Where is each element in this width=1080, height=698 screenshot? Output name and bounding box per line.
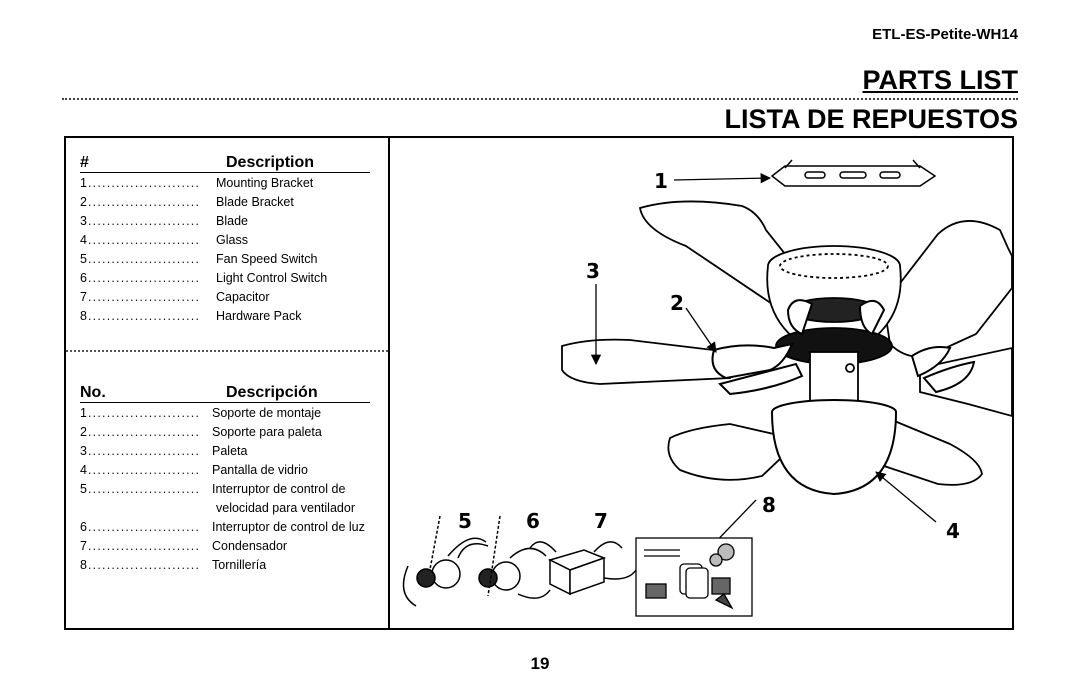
blade-brackets-drawing [711,299,976,396]
capacitor-drawing [529,541,637,596]
list-item-continuation: velocidad para ventilador [216,501,355,515]
english-number-header: # [80,154,89,171]
list-item: 7........................Capacitor [80,290,270,304]
english-list-header: # Description [80,152,370,173]
list-item: 7........................Condensador [80,539,288,553]
document-id: ETL-ES-Petite-WH14 [872,26,1018,43]
callout-5: 5 [458,509,472,533]
list-item: 6........................Light Control S… [80,271,328,285]
page-number: 19 [530,654,550,673]
list-item: 4........................Glass [80,233,248,247]
fan-speed-switch-drawing [402,515,489,607]
spanish-description-header: Descripción [226,384,318,401]
list-item: 6........................Interruptor de … [80,520,365,534]
mounting-bracket-drawing [770,159,937,187]
fan-blades-drawing [561,200,1012,486]
callout-7: 7 [594,509,608,533]
list-item: 2........................Soporte para pa… [80,425,322,439]
hardware-pack-drawing [635,537,753,617]
list-item: 8........................Tornillería [80,558,267,572]
spanish-number-header: No. [80,384,106,401]
list-item: 1........................Soporte de mont… [80,406,322,420]
list-item: 5........................Fan Speed Switc… [80,252,318,266]
callout-numbers: 1 2 3 4 5 6 7 8 [458,169,960,543]
callout-6: 6 [526,509,540,533]
list-item: 5........................Interruptor de … [80,482,346,496]
callout-8: 8 [762,493,776,517]
callout-3: 3 [586,259,600,283]
list-item: 3........................Paleta [80,444,248,458]
light-control-switch-drawing [478,515,551,599]
list-item: 2........................Blade Bracket [80,195,294,209]
english-parts-list: 1........................Mounting Bracke… [80,174,380,326]
spanish-parts-list: 1........................Soporte de mont… [80,404,380,575]
glass-shade-drawing [771,399,897,496]
section-divider [66,350,388,352]
list-item: 3........................Blade [80,214,248,228]
page-title-english: PARTS LIST [862,65,1018,95]
callout-4: 4 [946,519,960,543]
callout-2: 2 [670,291,684,315]
parts-frame: # Description 1........................M… [64,136,1014,630]
english-description-header: Description [226,154,315,171]
list-item: 4........................Pantalla de vid… [80,463,308,477]
list-item: 1........................Mounting Bracke… [80,176,314,190]
page-title-spanish: LISTA DE REPUESTOS [724,104,1018,134]
parts-list-panel: # Description 1........................M… [66,138,390,628]
title-row: PARTS LIST [62,64,1018,100]
fan-illustration: 1 2 3 4 5 6 7 8 [402,159,1012,617]
list-item: 8........................Hardware Pack [80,309,302,323]
callout-1: 1 [654,169,668,193]
leader-lines [590,172,937,553]
spanish-list-header: No. Descripción [80,382,370,403]
